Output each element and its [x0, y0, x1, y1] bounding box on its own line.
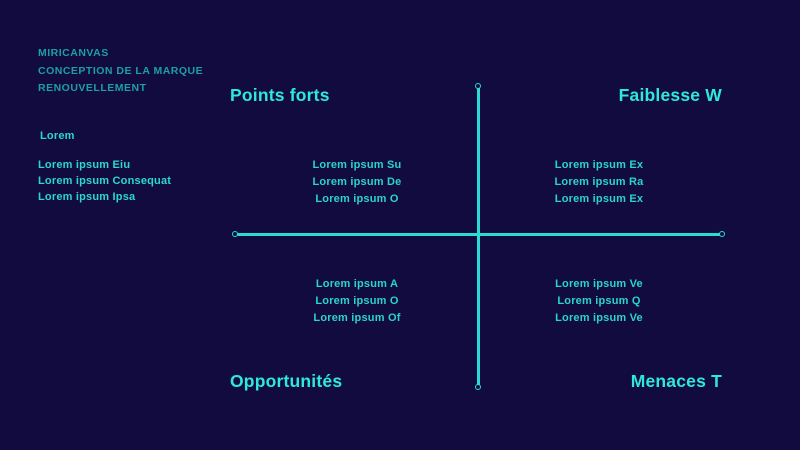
list-item: Lorem ipsum O	[315, 193, 399, 205]
horizontal-axis-line	[237, 233, 721, 236]
list-item: Lorem ipsum A	[315, 278, 399, 290]
quadrant-items-weaknesses: Lorem ipsum Ex Lorem ipsum Ra Lorem ipsu…	[499, 157, 699, 208]
quadrant-title-strengths: Points forts	[230, 85, 330, 105]
axis-endpoint-dot	[474, 384, 481, 390]
list-item: Lorem ipsum Ve	[555, 278, 643, 290]
quadrant-items-strengths: Lorem ipsum Su Lorem ipsum De Lorem ipsu…	[257, 157, 457, 208]
list-item: Lorem ipsum Q	[557, 295, 641, 307]
sidebar-list: Lorem ipsum Eiu Lorem ipsum Consequat Lo…	[38, 158, 171, 205]
deck-heading-line: MIRICANVAS	[38, 47, 109, 59]
deck-heading-line: CONCEPTION DE LA MARQUE	[38, 64, 204, 77]
axis-endpoint-dot	[232, 230, 238, 237]
deck-heading: MIRICANVAS CONCEPTION DE LA MARQUE RENOU…	[38, 45, 203, 98]
quadrant-title-opportunities: Opportunités	[230, 371, 343, 391]
axis-endpoint-dot	[719, 230, 725, 237]
list-item: Lorem ipsum Ra	[554, 176, 644, 188]
quadrant-items-threats: Lorem ipsum Ve Lorem ipsum Q Lorem ipsum…	[499, 276, 699, 327]
quadrant-items-opportunities: Lorem ipsum A Lorem ipsum O Lorem ipsum …	[257, 276, 457, 327]
list-item: Lorem ipsum Ipsa	[38, 190, 136, 203]
list-item: Lorem ipsum Of	[313, 312, 401, 324]
axis-endpoint-dot	[474, 83, 481, 89]
list-item: Lorem ipsum Ex	[554, 193, 644, 205]
list-item: Lorem ipsum Consequat	[38, 174, 172, 187]
quadrant-title-weaknesses: Faiblesse W	[618, 85, 722, 105]
list-item: Lorem ipsum Ve	[555, 312, 643, 324]
deck-heading-line: RENOUVELLEMENT	[38, 82, 147, 94]
list-item: Lorem ipsum Ex	[554, 159, 644, 171]
list-item: Lorem ipsum De	[312, 176, 402, 188]
list-item: Lorem ipsum Eiu	[38, 159, 131, 171]
sidebar-subheading: Lorem	[40, 130, 75, 142]
vertical-axis-line	[477, 87, 480, 386]
list-item: Lorem ipsum O	[315, 295, 399, 307]
list-item: Lorem ipsum Su	[312, 159, 402, 171]
quadrant-title-threats: Menaces T	[630, 371, 722, 391]
